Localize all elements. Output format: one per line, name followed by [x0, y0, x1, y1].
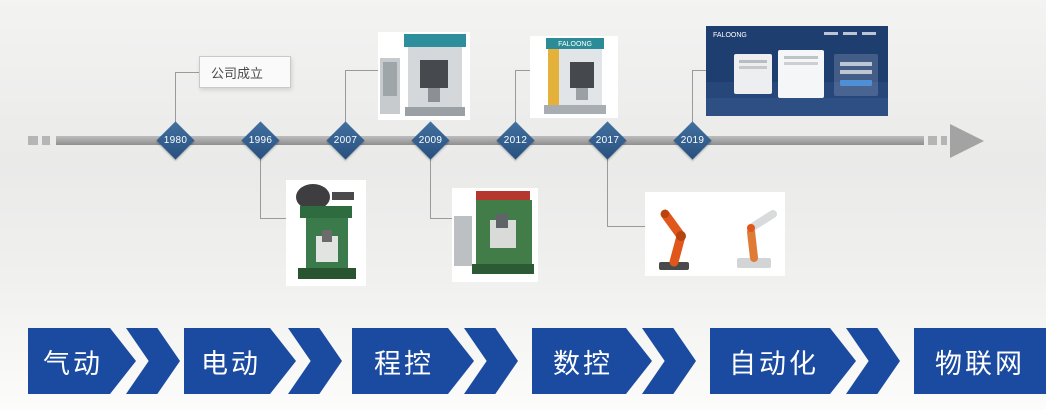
stage-label: 数控 — [553, 348, 613, 379]
connector-line — [515, 70, 530, 71]
milestone-year: 1996 — [248, 135, 273, 146]
program-controlled-press-image — [452, 188, 538, 282]
connector-line — [607, 226, 645, 227]
timeline-dash — [928, 136, 937, 145]
stage-label: 自动化 — [729, 348, 819, 379]
stage-automation: 自动化 — [710, 328, 856, 394]
frame-press-image — [378, 32, 470, 120]
connector-line — [260, 158, 261, 218]
timeline-arrowhead-icon — [950, 124, 984, 158]
milestone-year: 2009 — [418, 135, 443, 146]
company-founded-text: 公司成立 — [211, 65, 264, 81]
connector-line — [607, 158, 608, 226]
stage-electric: 电动 — [184, 328, 296, 394]
milestone-year: 1980 — [163, 135, 188, 146]
milestone-1980: 1980 — [156, 121, 195, 160]
stage-program-control: 程控 — [352, 328, 474, 394]
timeline-axis — [56, 136, 924, 145]
connector-line — [175, 72, 199, 73]
milestone-year: 2007 — [333, 135, 358, 146]
milestone-2019: 2019 — [673, 121, 712, 160]
stage-cnc: 数控 — [532, 328, 652, 394]
robot-arms-image — [645, 192, 785, 276]
stage-label: 程控 — [374, 348, 434, 379]
milestone-2009: 2009 — [411, 121, 450, 160]
connector-line — [692, 70, 706, 71]
iot-dashboard-image: FALOONG — [706, 26, 888, 116]
milestone-1996: 1996 — [241, 121, 280, 160]
milestone-2007: 2007 — [326, 121, 365, 160]
connector-line — [430, 218, 452, 219]
connector-line — [345, 70, 378, 71]
milestone-2012: 2012 — [496, 121, 535, 160]
milestone-year: 2017 — [595, 135, 620, 146]
stage-label: 物联网 — [935, 348, 1025, 379]
friction-screw-press-image — [286, 180, 366, 286]
connector-line — [692, 70, 693, 122]
stage-iot: 物联网 — [914, 328, 1046, 394]
stage-label: 电动 — [201, 348, 261, 379]
chevron-arrow-icon — [288, 328, 342, 394]
timeline-dash — [941, 136, 947, 145]
connector-line — [345, 70, 346, 122]
connector-line — [430, 158, 431, 218]
connector-line — [175, 72, 176, 122]
connector-line — [515, 70, 516, 122]
company-founded-label: 公司成立 — [199, 56, 291, 88]
connector-line — [260, 218, 286, 219]
stage-label: 气动 — [43, 348, 103, 379]
stage-pneumatic: 气动 — [28, 328, 136, 394]
milestone-year: 2019 — [680, 135, 705, 146]
press-brand-text: FALOONG — [558, 41, 592, 48]
timeline-dash — [28, 136, 38, 145]
cnc-servo-press-image: FALOONG — [530, 36, 618, 118]
milestone-2017: 2017 — [588, 121, 627, 160]
timeline-dash — [42, 136, 50, 145]
dashboard-logo-text: FALOONG — [713, 32, 747, 39]
milestone-year: 2012 — [503, 135, 528, 146]
